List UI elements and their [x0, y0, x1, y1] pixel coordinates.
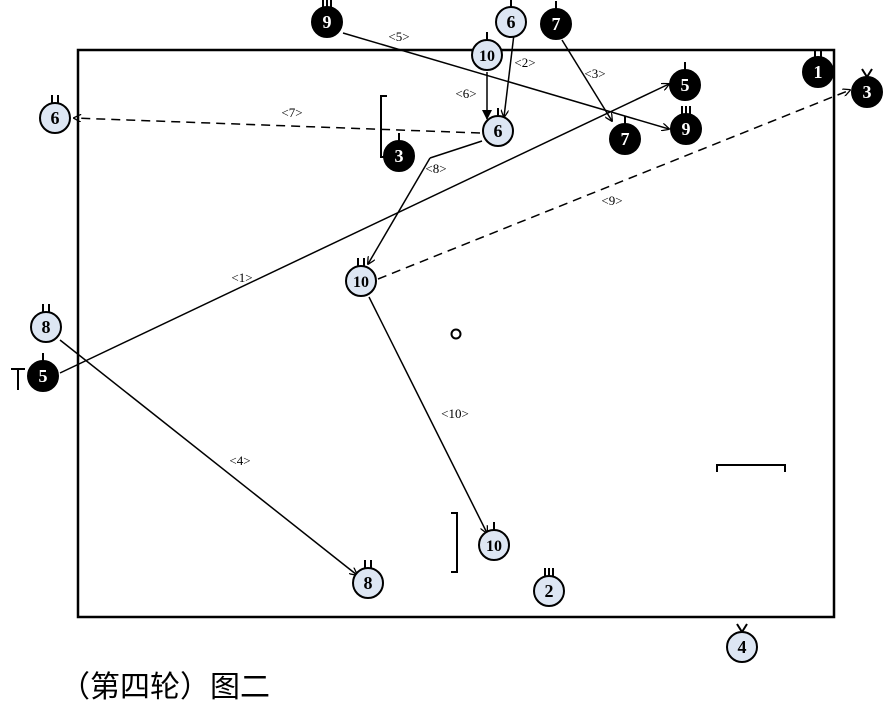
player-token-light: 8 — [30, 304, 62, 343]
player-number: 7 — [621, 129, 630, 149]
player-number: 8 — [42, 317, 51, 337]
diagram-caption: （第四轮）图二 — [60, 670, 270, 705]
player-token-dark: 5 — [669, 62, 701, 101]
player-circle — [495, 6, 527, 38]
player-token-dark: 7 — [540, 1, 572, 40]
player-token-dark: 3 — [851, 68, 883, 108]
player-token-dark: 5 — [27, 353, 59, 392]
player-number: 6 — [51, 108, 60, 128]
player-circle — [345, 265, 377, 297]
field-boundary — [76, 48, 836, 619]
player-token-light: 6 — [482, 108, 514, 147]
player-circle — [27, 360, 59, 392]
player-number: 2 — [545, 581, 554, 601]
player-circle — [609, 123, 641, 155]
player-circle — [383, 140, 415, 172]
player-token-light: 2 — [533, 568, 565, 607]
player-token-dark: 1 — [802, 49, 834, 88]
player-token-light: 4 — [726, 623, 758, 663]
move-line-8b — [368, 157, 431, 264]
player-token-dark: 7 — [609, 116, 641, 155]
step-label-2: <2> — [514, 55, 535, 70]
move-line-7 — [74, 118, 481, 134]
player-circle — [352, 567, 384, 599]
step-label-4: <4> — [229, 453, 250, 468]
player-number: 6 — [507, 12, 516, 32]
player-number: 10 — [479, 48, 495, 65]
player-circle — [471, 39, 503, 71]
step-labels: <1> <2> <3> <4> <5> <6> <7> <8> <9> <10> — [229, 29, 622, 468]
player-number: 10 — [486, 538, 502, 555]
player-circle — [311, 6, 343, 38]
step-label-5: <5> — [388, 29, 409, 44]
move-line-3 — [561, 39, 612, 121]
player-circle — [39, 102, 71, 134]
player-token-light: 8 — [352, 560, 384, 599]
move-line-4 — [59, 339, 357, 575]
step-label-8: <8> — [425, 161, 446, 176]
player-token-light: 6 — [495, 0, 527, 38]
center-mark — [450, 328, 462, 340]
step-label-6: <6> — [455, 86, 476, 101]
move-line-1 — [59, 84, 669, 374]
player-token-dark: 3 — [383, 133, 415, 172]
player-circle — [851, 76, 883, 108]
movement-lines — [59, 32, 850, 575]
player-token-light: 10 — [345, 258, 377, 297]
player-circle — [670, 113, 702, 145]
player-number: 5 — [39, 366, 48, 386]
move-line-2 — [504, 33, 515, 117]
move-line-8 — [429, 140, 483, 159]
orientation-mark — [736, 623, 748, 634]
player-token-dark: 9 — [670, 106, 702, 145]
player-circle — [478, 529, 510, 561]
step-label-9: <9> — [601, 193, 622, 208]
player-number: 5 — [681, 75, 690, 95]
move-line-9 — [377, 90, 850, 280]
screen-bracket-right — [716, 464, 786, 472]
player-number: 1 — [814, 62, 823, 82]
player-number: 9 — [682, 119, 691, 139]
player-token-light: 10 — [471, 32, 503, 71]
step-label-7: <7> — [281, 105, 302, 120]
player-number: 3 — [395, 146, 404, 166]
block-marker — [11, 368, 25, 390]
screen-bracket-bottom — [451, 512, 458, 573]
orientation-mark — [861, 68, 873, 79]
player-circle — [533, 575, 565, 607]
player-circle — [802, 56, 834, 88]
step-label-1: <1> — [231, 270, 252, 285]
player-circle — [726, 631, 758, 663]
step-label-10: <10> — [441, 406, 469, 421]
player-token-dark: 9 — [311, 0, 343, 38]
player-number: 6 — [494, 121, 503, 141]
player-circle — [30, 311, 62, 343]
player-number: 4 — [738, 637, 747, 657]
player-number: 8 — [364, 573, 373, 593]
player-token-light: 6 — [39, 95, 71, 134]
player-circle — [482, 115, 514, 147]
player-number: 10 — [353, 274, 369, 291]
step-label-3: <3> — [584, 66, 605, 81]
player-number: 9 — [323, 12, 332, 32]
move-line-10 — [368, 296, 487, 533]
player-circle — [669, 69, 701, 101]
player-number: 3 — [863, 82, 872, 102]
move-line-5 — [342, 32, 669, 129]
player-token-light: 10 — [478, 522, 510, 561]
player-number: 7 — [552, 14, 561, 34]
player-circle — [540, 8, 572, 40]
